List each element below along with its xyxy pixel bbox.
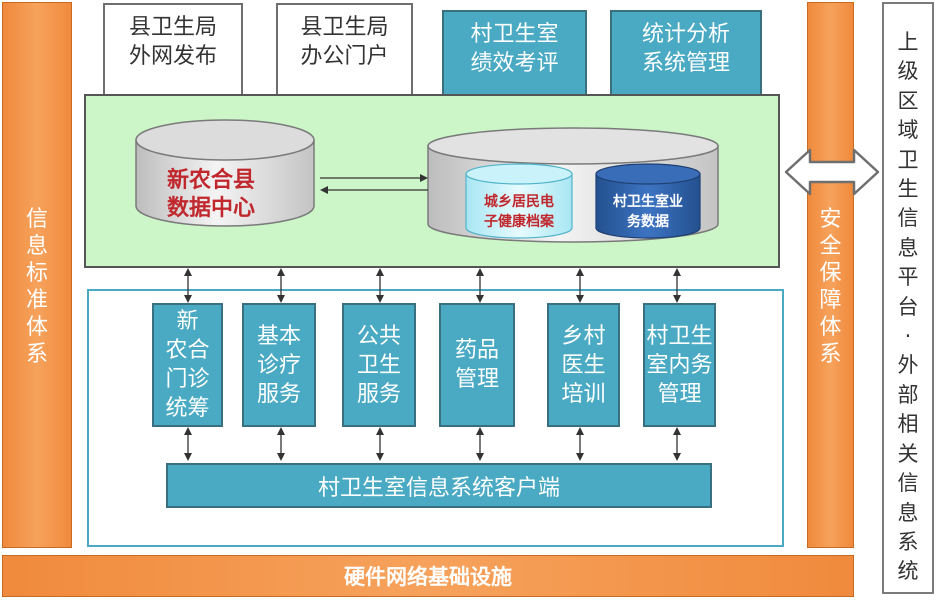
arrow-lower-6 <box>673 427 681 461</box>
db-sync-arrows <box>320 174 428 194</box>
service-public-health: 公共 卫生 服务 <box>342 303 416 427</box>
clinic-data-label: 村卫生室业 务数据 <box>613 194 683 230</box>
arrow-upper-6 <box>673 268 681 303</box>
clinic-data-cylinder <box>595 163 701 239</box>
external-systems-panel: 上 级 区 域 卫 生 信 息 平 台 · 外 部 相 关 信 息 系 统 <box>882 2 934 594</box>
top-box-office-portal: 县卫生局 办公门户 <box>276 3 413 94</box>
client-bar-label: 村卫生室信息系统客户端 <box>317 475 560 501</box>
service-internal-affairs: 村卫生 室内务 管理 <box>643 303 716 427</box>
info-standard-label: 信 息 标 准 体 系 <box>25 207 48 367</box>
service-ncms-outpatient: 新 农合 门诊 统筹 <box>152 303 223 427</box>
arrow-upper-1 <box>184 268 192 303</box>
client-bar: 村卫生室信息系统客户端 <box>166 463 712 508</box>
security-label: 安 全 保 障 体 系 <box>819 207 842 367</box>
arrow-upper-5 <box>576 268 584 303</box>
arrow-lower-2 <box>277 427 285 461</box>
arrow-lower-3 <box>376 427 384 461</box>
arrow-upper-4 <box>476 268 484 303</box>
arrow-lower-4 <box>476 427 484 461</box>
service-basic-treatment: 基本 诊疗 服务 <box>242 303 316 427</box>
top-box-statistics-management: 统计分析 系统管理 <box>610 10 762 94</box>
service-doctor-training: 乡村 医生 培训 <box>547 303 620 427</box>
county-db-cylinder <box>135 119 315 227</box>
hardware-bar: 硬件网络基础设施 <box>2 555 854 597</box>
info-standard-bar: 信 息 标 准 体 系 <box>2 2 72 548</box>
data-center-diagram <box>135 119 719 243</box>
health-record-label: 城乡居民电 子健康档案 <box>484 194 554 230</box>
arrow-upper-2 <box>277 268 285 303</box>
top-box-external-publish: 县卫生局 外网发布 <box>103 3 243 94</box>
arrow-upper-3 <box>376 268 384 303</box>
county-db-label: 新农合县 数据中心 <box>166 168 255 221</box>
top-box-performance-review: 村卫生室 绩效考评 <box>442 10 587 94</box>
external-systems-label: 上 级 区 域 卫 生 信 息 平 台 · 外 部 相 关 信 息 系 统 <box>897 30 919 584</box>
health-record-cylinder <box>465 163 573 239</box>
security-bar: 安 全 保 障 体 系 <box>807 2 854 548</box>
arrow-lower-5 <box>576 427 584 461</box>
arrow-lower-1 <box>184 427 192 461</box>
service-drug-management: 药品 管理 <box>439 303 515 427</box>
exchange-double-arrow <box>784 148 880 196</box>
hardware-label: 硬件网络基础设施 <box>344 565 512 589</box>
